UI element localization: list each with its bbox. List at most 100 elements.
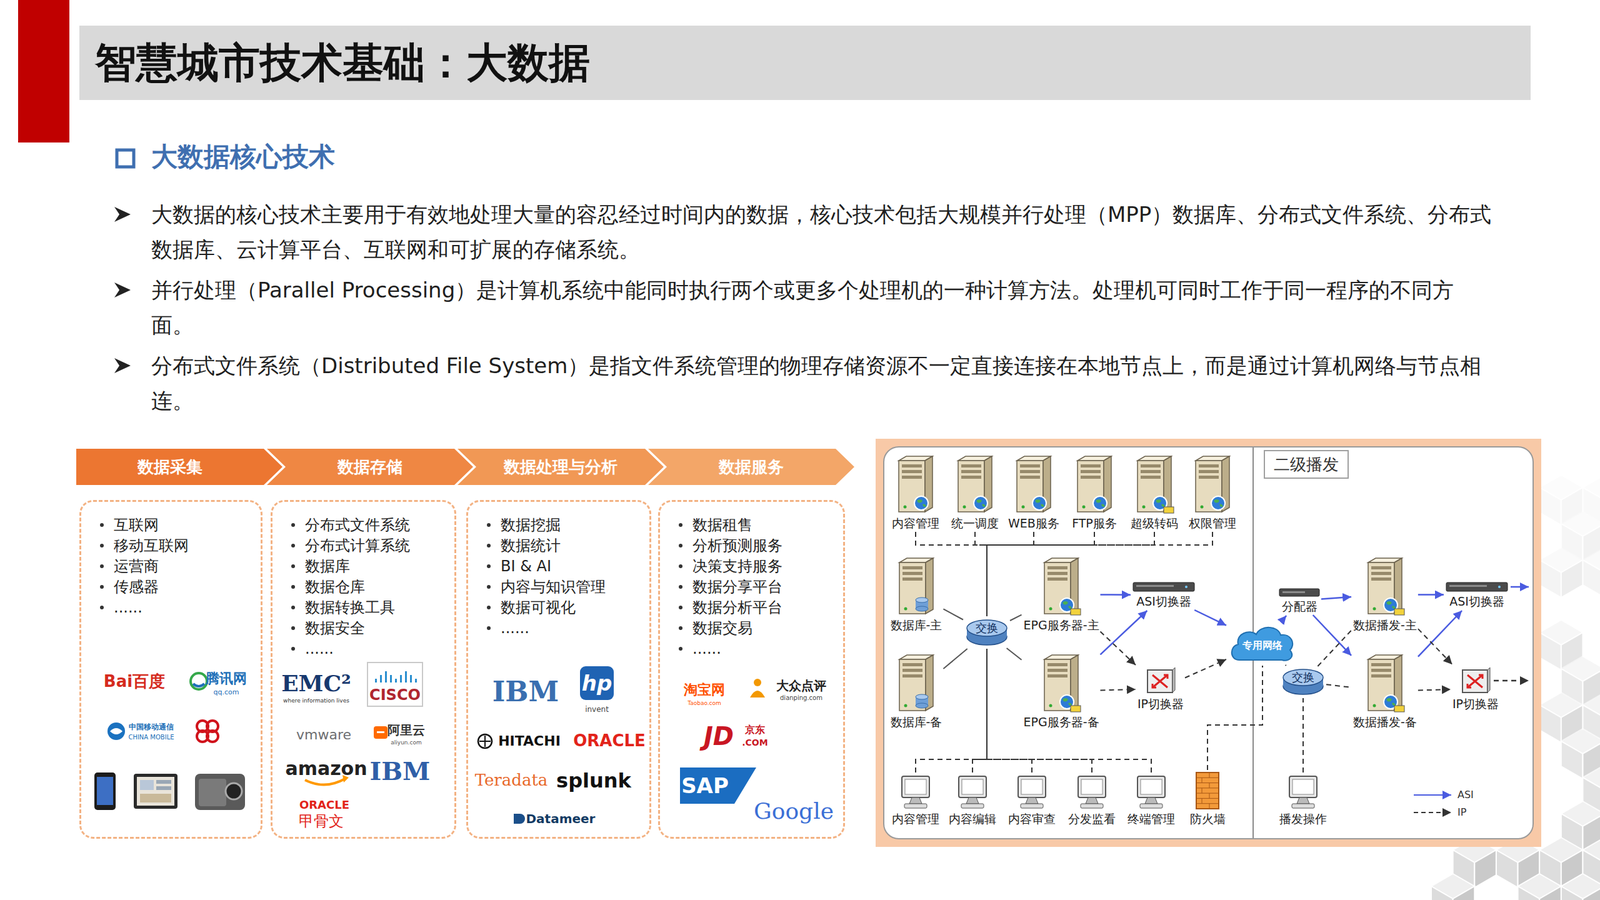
device-label: 防火墙 bbox=[1190, 811, 1226, 827]
bullet-dot bbox=[678, 564, 683, 569]
device-label: ASI切换器 bbox=[1449, 593, 1505, 609]
logo-mark bbox=[405, 671, 407, 683]
list-row: ...... bbox=[81, 598, 261, 619]
database-server bbox=[902, 663, 923, 667]
list-item: ...... bbox=[305, 640, 334, 658]
ip-switcher bbox=[1147, 670, 1173, 693]
splitter bbox=[1279, 588, 1320, 597]
device-photo bbox=[94, 772, 116, 810]
server-icon bbox=[1371, 571, 1392, 575]
decor-cube bbox=[1539, 705, 1562, 743]
device-label: IP切换器 bbox=[1137, 696, 1184, 712]
server-icon bbox=[1371, 663, 1392, 667]
decor-cube bbox=[1518, 886, 1540, 900]
output-arrow bbox=[1510, 586, 1529, 589]
server-icon bbox=[1039, 653, 1084, 714]
bullet-dot bbox=[678, 523, 683, 527]
logo-mark bbox=[110, 728, 123, 735]
server-icon bbox=[1163, 506, 1174, 514]
category-box: 互联网移动互联网运营商传感器...... bbox=[79, 500, 263, 839]
logo-text: 京东 bbox=[745, 723, 765, 736]
server-icon bbox=[1142, 505, 1146, 509]
list-row: 数据转换工具 bbox=[272, 598, 455, 619]
logo-text: where information lives bbox=[283, 697, 350, 705]
connector bbox=[1418, 689, 1451, 690]
server-icon: EPG服务器-主 bbox=[1023, 556, 1099, 633]
list-item: 数据转换工具 bbox=[305, 598, 395, 617]
device-label: 内容编辑 bbox=[948, 811, 997, 827]
database-server bbox=[902, 668, 923, 672]
workstation bbox=[1132, 773, 1170, 810]
server-icon bbox=[1095, 499, 1105, 507]
logo-text: EMC² bbox=[281, 670, 352, 697]
server-icon bbox=[1047, 674, 1068, 678]
chevron-label-wrap: 数据采集 bbox=[76, 448, 264, 485]
logo-mark bbox=[305, 778, 345, 785]
logo-text: 甲骨文 bbox=[298, 812, 344, 831]
database-server bbox=[902, 571, 923, 575]
section-marker bbox=[116, 150, 134, 167]
decor-cube bbox=[1582, 547, 1600, 598]
device-label: 分配器 bbox=[1281, 598, 1318, 614]
server-icon bbox=[1020, 464, 1040, 468]
ip-switcher bbox=[1172, 667, 1175, 693]
workstation bbox=[1013, 773, 1051, 810]
bullet-dot bbox=[486, 523, 491, 527]
device-photo bbox=[136, 776, 175, 806]
decor-cube bbox=[1496, 850, 1519, 888]
category-box: 分布式文件系统分布式计算系统数据库数据仓库数据转换工具数据安全...... bbox=[270, 500, 457, 839]
decor-cube bbox=[1539, 487, 1562, 525]
device-label: 播发操作 bbox=[1279, 811, 1327, 827]
network-panel bbox=[875, 438, 1542, 847]
list-item: 运营商 bbox=[113, 557, 159, 575]
connector bbox=[972, 648, 987, 773]
list-row: 互联网 bbox=[81, 515, 261, 537]
server-icon bbox=[1155, 499, 1165, 507]
bullet-dot bbox=[486, 543, 491, 548]
server-icon bbox=[1363, 653, 1407, 714]
list-row: 移动互联网 bbox=[81, 536, 261, 557]
logo-mark bbox=[395, 678, 397, 683]
server-icon bbox=[976, 499, 986, 507]
logo-text: ORACLE bbox=[573, 731, 646, 751]
workstation: 分发监看 bbox=[1068, 773, 1116, 827]
device-photo bbox=[156, 780, 172, 784]
server-icon bbox=[1072, 454, 1117, 515]
device-label: IP切换器 bbox=[1452, 696, 1499, 712]
firewall bbox=[1196, 803, 1219, 804]
workstation bbox=[1137, 776, 1165, 798]
connector bbox=[1281, 615, 1287, 622]
asi-switcher bbox=[1449, 585, 1487, 587]
bullet-dot bbox=[291, 626, 295, 630]
server-icon bbox=[1132, 454, 1177, 515]
list-row: ...... bbox=[272, 639, 455, 660]
connector bbox=[1185, 659, 1227, 679]
server-icon bbox=[1386, 601, 1396, 609]
connector bbox=[1194, 610, 1227, 626]
server-icon bbox=[1011, 454, 1056, 515]
logo-text: IBM bbox=[370, 756, 431, 787]
workstation bbox=[901, 776, 930, 798]
server-icon bbox=[1062, 601, 1072, 609]
database-server bbox=[902, 566, 923, 570]
device-photo bbox=[198, 778, 227, 807]
logo-text: 大众点评 bbox=[776, 678, 827, 694]
network-panel bbox=[875, 438, 1542, 847]
workstation bbox=[896, 773, 935, 810]
section-marker bbox=[116, 150, 134, 167]
firewall bbox=[1196, 782, 1219, 784]
connector bbox=[1006, 648, 1022, 660]
device-label: WEB服务 bbox=[1008, 515, 1060, 531]
connector bbox=[1100, 610, 1148, 655]
server-icon bbox=[1140, 464, 1161, 468]
database-server bbox=[915, 606, 929, 612]
connector bbox=[1418, 593, 1444, 596]
logo-text: 阿里云 bbox=[387, 722, 425, 738]
device-photo bbox=[225, 783, 242, 800]
workstation bbox=[1145, 797, 1158, 804]
legend-sample bbox=[1413, 794, 1452, 796]
ip-switcher bbox=[1152, 675, 1168, 688]
connector bbox=[1302, 698, 1304, 773]
decor-cube bbox=[1561, 560, 1584, 598]
connector bbox=[975, 531, 987, 617]
